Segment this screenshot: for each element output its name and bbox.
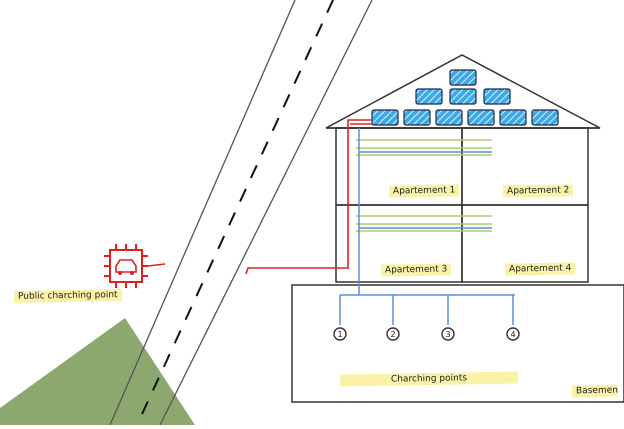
apartment-3-label: Apartement 3: [380, 263, 452, 277]
car-chip-icon: [104, 244, 148, 288]
green-wiring: [356, 139, 492, 232]
red-power-line: [245, 119, 372, 275]
blue-wiring: [339, 128, 515, 325]
apartment-4-label: Apartement 4: [504, 262, 576, 276]
chip-to-road-link: [147, 263, 166, 267]
charging-point-3: [441, 327, 455, 341]
road-center-line: [136, 0, 334, 426]
charging-point-2: [386, 327, 400, 341]
charging-point-1: [333, 327, 347, 341]
basement-box: [291, 284, 624, 403]
road: [109, 0, 373, 426]
charging-point-4: [506, 327, 520, 341]
charging-points-group: 1 2 3 4: [333, 327, 520, 341]
basement-label: Basemen: [571, 384, 619, 398]
house: [291, 54, 624, 403]
ground-area: [0, 318, 195, 425]
public-charging-point-label: Public charching point: [13, 289, 122, 303]
solar-panel-icon: [371, 69, 559, 126]
apartment-4-box: [461, 204, 589, 283]
apartment-2-label: Apartement 2: [502, 184, 574, 198]
charging-point-number: 2: [390, 330, 395, 339]
charging-point-number: 3: [445, 330, 450, 339]
apartment-1-label: Apartement 1: [388, 184, 460, 198]
charging-point-number: 1: [337, 330, 342, 339]
charging-point-number: 4: [510, 330, 515, 339]
